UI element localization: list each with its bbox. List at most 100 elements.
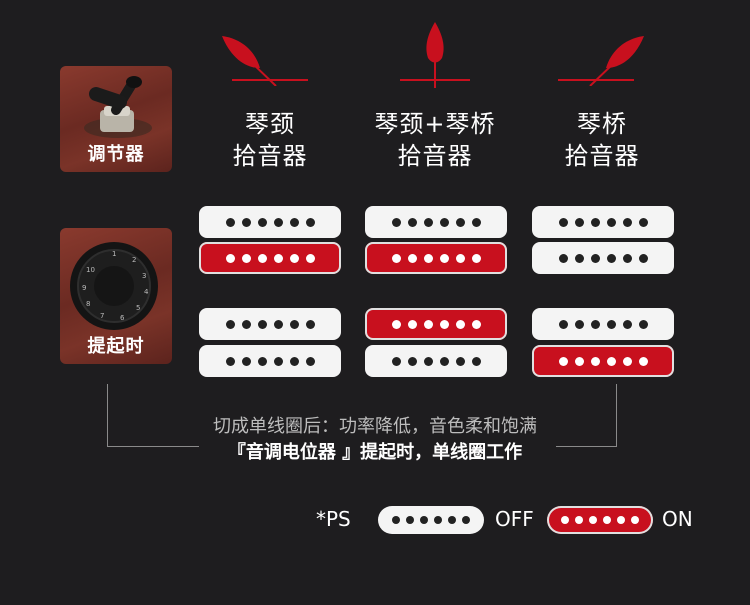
legend-off-label: OFF xyxy=(495,507,534,531)
pole-piece xyxy=(305,253,315,263)
pole-piece xyxy=(305,319,315,329)
pole-piece xyxy=(391,253,401,263)
pole-piece xyxy=(558,253,568,263)
toggle-switch-tile: 调节器 xyxy=(60,66,172,172)
pole-piece xyxy=(439,253,449,263)
pole-piece xyxy=(638,253,648,263)
humbucker-coil-switch-row-0-top xyxy=(199,206,341,238)
note-line-1: 切成单线圈后：功率降低，音色柔和饱满 xyxy=(213,416,537,437)
svg-text:4: 4 xyxy=(144,288,149,296)
pole-piece xyxy=(455,319,465,329)
legend-prefix: *PS xyxy=(316,507,351,531)
pole-piece xyxy=(590,217,600,227)
legend-on-label: ON xyxy=(662,507,693,531)
both-pick-icon xyxy=(400,22,470,88)
pole-piece xyxy=(241,356,251,366)
column-title: 琴颈 xyxy=(245,110,295,138)
bracket-right-horizontal xyxy=(556,446,617,447)
svg-text:6: 6 xyxy=(120,314,125,322)
pole-piece xyxy=(574,253,584,263)
pole-piece xyxy=(622,356,632,366)
pole-piece xyxy=(439,217,449,227)
pole-piece xyxy=(273,356,283,366)
pole-piece xyxy=(225,319,235,329)
humbucker-coil-switch-row-0-bottom xyxy=(199,242,341,274)
switch-label: 调节器 xyxy=(87,144,145,165)
pole-piece xyxy=(273,319,283,329)
pole-piece xyxy=(471,217,481,227)
pole-piece xyxy=(391,217,401,227)
pole-piece xyxy=(225,356,235,366)
humbucker-coil-switch-row-2-bottom xyxy=(532,242,674,274)
pole-piece xyxy=(257,253,267,263)
humbucker-coil-knob-row-0-bottom xyxy=(199,345,341,377)
humbucker-coil-knob-row-0-top xyxy=(199,308,341,340)
pole-piece xyxy=(606,356,616,366)
pole-piece xyxy=(257,356,267,366)
pole-piece xyxy=(558,217,568,227)
pole-piece xyxy=(606,319,616,329)
column-subtitle: 拾音器 xyxy=(397,142,473,170)
pole-piece xyxy=(558,356,568,366)
toggle-switch-icon xyxy=(84,76,152,138)
pole-piece xyxy=(590,253,600,263)
pole-piece xyxy=(455,217,465,227)
pole-piece xyxy=(225,253,235,263)
column-subtitle: 拾音器 xyxy=(564,142,640,170)
svg-text:10: 10 xyxy=(86,266,95,274)
tone-knob-icon: 123 456 789 10 xyxy=(70,242,158,330)
pole-piece xyxy=(574,356,584,366)
bridge-pick-icon xyxy=(558,36,644,86)
humbucker-coil-knob-row-2-top xyxy=(532,308,674,340)
svg-text:5: 5 xyxy=(136,304,140,312)
svg-text:7: 7 xyxy=(100,312,104,320)
pole-piece xyxy=(273,253,283,263)
pole-piece xyxy=(423,217,433,227)
legend-on-pickup xyxy=(547,506,653,534)
pole-piece xyxy=(606,217,616,227)
pole-piece xyxy=(241,319,251,329)
bracket-right-vertical xyxy=(616,384,617,446)
pole-piece xyxy=(638,356,648,366)
humbucker-coil-knob-row-1-bottom xyxy=(365,345,507,377)
pole-piece xyxy=(407,217,417,227)
pole-piece xyxy=(407,319,417,329)
neck-pick-icon xyxy=(222,36,308,86)
pole-piece xyxy=(257,217,267,227)
pole-piece xyxy=(590,356,600,366)
pole-piece xyxy=(471,356,481,366)
pole-piece xyxy=(241,253,251,263)
humbucker-coil-switch-row-1-top xyxy=(365,206,507,238)
pole-piece xyxy=(423,319,433,329)
note-line-2: 『音调电位器 』提起时，单线圈工作 xyxy=(227,442,523,463)
pole-piece xyxy=(241,217,251,227)
pole-piece xyxy=(423,356,433,366)
humbucker-coil-knob-row-2-bottom xyxy=(532,345,674,377)
pole-piece xyxy=(638,319,648,329)
pole-piece xyxy=(471,253,481,263)
pole-piece xyxy=(257,319,267,329)
pole-piece xyxy=(558,319,568,329)
column-header-bridge: 琴桥 拾音器 xyxy=(517,108,687,172)
pole-piece xyxy=(471,319,481,329)
pole-piece xyxy=(305,217,315,227)
pole-piece xyxy=(574,217,584,227)
pole-piece xyxy=(622,319,632,329)
humbucker-coil-knob-row-1-top xyxy=(365,308,507,340)
legend-off-pickup xyxy=(378,506,484,534)
column-header-both: 琴颈+琴桥 拾音器 xyxy=(350,108,520,172)
pole-piece xyxy=(606,253,616,263)
pole-piece xyxy=(439,319,449,329)
pole-piece xyxy=(289,217,299,227)
svg-text:9: 9 xyxy=(82,284,86,292)
column-header-neck: 琴颈 拾音器 xyxy=(185,108,355,172)
bracket-left-vertical xyxy=(107,384,108,446)
pole-piece xyxy=(391,319,401,329)
bracket-left-horizontal xyxy=(107,446,199,447)
pole-piece xyxy=(407,253,417,263)
column-title: 琴颈+琴桥 xyxy=(374,110,496,138)
pole-piece xyxy=(622,253,632,263)
pole-piece xyxy=(407,356,417,366)
svg-text:3: 3 xyxy=(142,272,146,280)
